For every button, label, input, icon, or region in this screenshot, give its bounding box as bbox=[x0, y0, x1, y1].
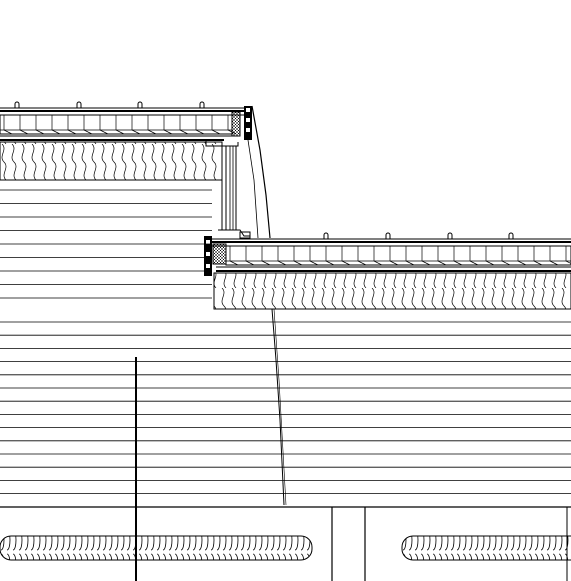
deck-rib-diagonal bbox=[389, 260, 399, 266]
deck-rib-diagonal bbox=[147, 129, 157, 135]
tapered-drop-line bbox=[271, 308, 285, 506]
upper-roof-insulation bbox=[0, 141, 223, 181]
deck-rib-diagonal bbox=[565, 260, 571, 264]
lower-roof-insulation bbox=[213, 272, 571, 310]
deck-rib-diagonal bbox=[195, 129, 205, 135]
deck-rib-diagonal bbox=[67, 129, 77, 135]
deck-rib-diagonal bbox=[211, 129, 221, 135]
deck-rib-diagonal bbox=[163, 129, 173, 135]
deck-rib-diagonal bbox=[533, 260, 543, 266]
upper-roof-deck-panel bbox=[0, 114, 237, 135]
deck-rib-diagonal bbox=[341, 260, 351, 266]
deck-rib-diagonal bbox=[277, 260, 287, 266]
deck-rib-diagonal bbox=[325, 260, 335, 266]
lower-roof-structure-lines bbox=[216, 266, 571, 272]
lower-roof-assembly bbox=[212, 232, 571, 310]
deck-rib-diagonal bbox=[421, 260, 431, 266]
deck-rib-diagonal bbox=[83, 129, 93, 135]
lower-roof-deck-panel bbox=[225, 245, 571, 266]
deck-rib-diagonal bbox=[19, 129, 29, 135]
deck-rib-diagonal bbox=[35, 129, 45, 135]
deck-rib-diagonal bbox=[357, 260, 367, 266]
deck-rib-diagonal bbox=[245, 260, 255, 266]
deck-rib-diagonal bbox=[501, 260, 511, 266]
deck-rib-diagonal bbox=[261, 260, 271, 266]
deck-rib-diagonal bbox=[99, 129, 109, 135]
upper-roof-membrane bbox=[0, 107, 246, 116]
deck-rib-diagonal bbox=[517, 260, 527, 266]
deck-rib-diagonal bbox=[453, 260, 463, 266]
deck-rib-diagonal bbox=[309, 260, 319, 266]
coil-pipe-right bbox=[401, 535, 571, 561]
deck-rib-diagonal bbox=[469, 260, 479, 266]
deck-rib-diagonal bbox=[131, 129, 141, 135]
coil-pipe-left bbox=[0, 535, 313, 561]
deck-rib-diagonal bbox=[437, 260, 447, 266]
deck-rib-diagonal bbox=[405, 260, 415, 266]
deck-rib-diagonal bbox=[3, 129, 13, 135]
upper-roof-anchors bbox=[14, 101, 205, 108]
deck-rib-diagonal bbox=[485, 260, 495, 266]
upper-roof-structure-lines bbox=[0, 135, 238, 141]
lower-roof-membrane bbox=[212, 238, 571, 247]
deck-rib-diagonal bbox=[549, 260, 559, 266]
upper-roof-assembly bbox=[0, 101, 246, 181]
deck-rib-diagonal bbox=[51, 129, 61, 135]
lower-edge-block bbox=[204, 236, 227, 276]
deck-rib-diagonal bbox=[115, 129, 125, 135]
lower-wall-cladding-lines bbox=[0, 321, 571, 495]
upper-wall-cladding-lines bbox=[0, 189, 212, 299]
deck-rib-diagonal bbox=[373, 260, 383, 266]
clerestory-window-frame bbox=[218, 145, 251, 239]
sloped-fascia bbox=[247, 105, 271, 239]
deck-rib-diagonal bbox=[229, 260, 239, 266]
deck-rib-diagonal bbox=[179, 129, 189, 135]
deck-rib-diagonal bbox=[293, 260, 303, 266]
base-foundation bbox=[0, 506, 571, 581]
lower-roof-anchors bbox=[323, 232, 514, 239]
